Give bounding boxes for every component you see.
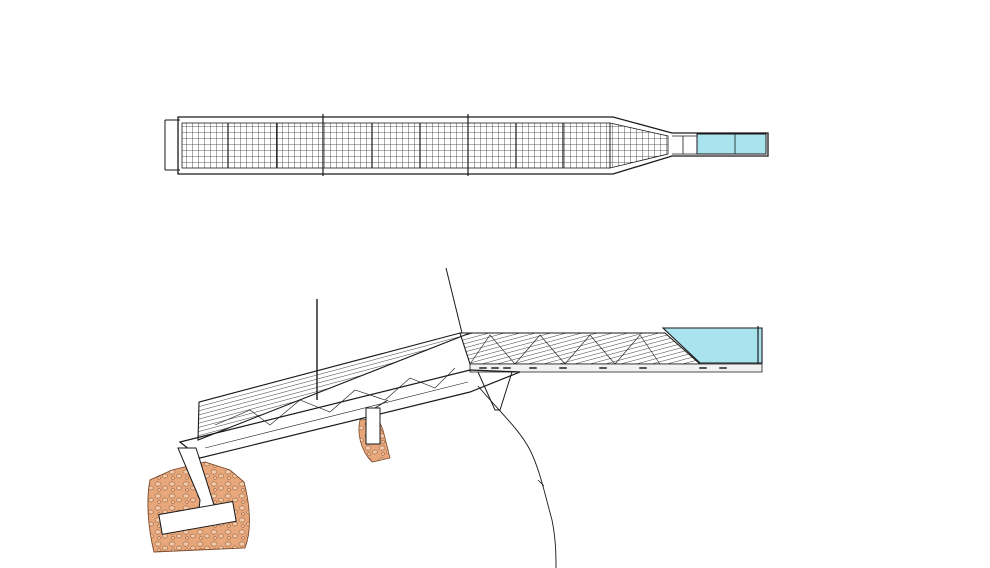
- section-sloped-truss: [197, 332, 471, 441]
- section-cliff-mark: [537, 479, 545, 487]
- section-cliff-line: [477, 385, 557, 568]
- section-bottom-chord: [469, 363, 763, 373]
- section-sloped-diagonals: [214, 367, 456, 426]
- section-glass-tip: [661, 327, 763, 364]
- section-pier-brace: [374, 399, 389, 409]
- plan-divisions: [227, 114, 564, 176]
- section-pole: [445, 267, 463, 334]
- section-anchor-footing: [158, 500, 237, 535]
- section-slab-inner-line: [204, 381, 469, 449]
- plan-glass-tip: [696, 133, 767, 155]
- plan-end-pads: [672, 135, 698, 155]
- section-middle-pier: [365, 407, 381, 445]
- section-apex-strut: [477, 371, 513, 411]
- section-view: [147, 267, 763, 568]
- section-horizontal-truss: [459, 332, 702, 365]
- plan-taper-deck: [609, 122, 669, 169]
- plan-grid-deck: [181, 122, 611, 169]
- plan-view: [164, 114, 769, 176]
